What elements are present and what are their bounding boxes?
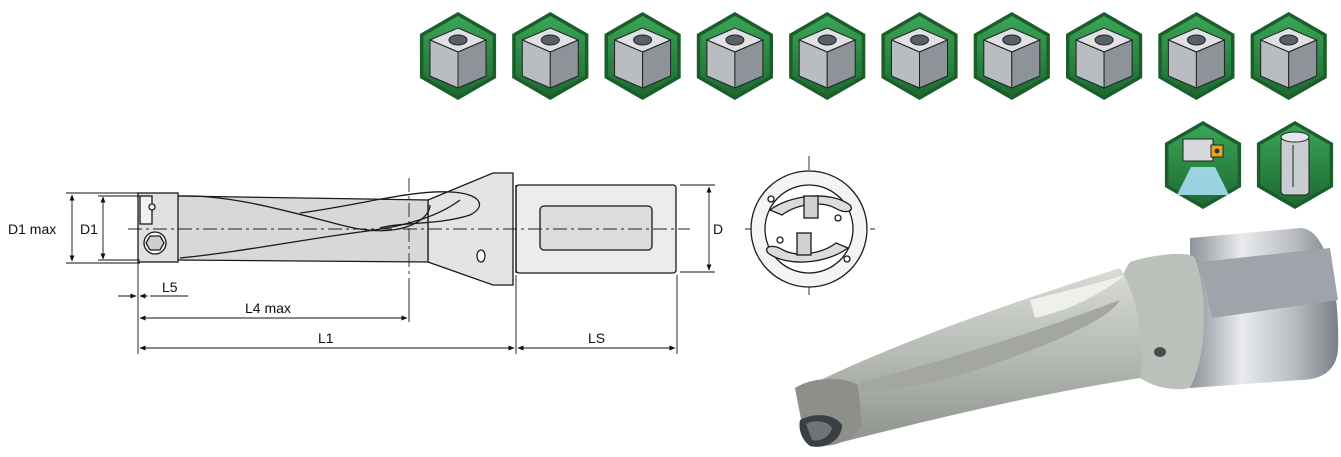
through-hole-drilling-icon bbox=[419, 12, 497, 100]
cross-hole-drilling-icon bbox=[1158, 12, 1235, 100]
overlapping-holes-icon bbox=[1066, 12, 1143, 100]
cylindrical-shank-icon bbox=[1256, 121, 1334, 209]
drill-end-view bbox=[750, 170, 868, 288]
collar-hole bbox=[476, 249, 486, 263]
internal-coolant-icon bbox=[1164, 121, 1242, 209]
cross-hole-enlarging-icon bbox=[881, 12, 958, 100]
label-d1: D1 bbox=[80, 221, 98, 237]
label-l1: L1 bbox=[318, 330, 334, 346]
drill-3d-render bbox=[795, 228, 1339, 447]
label-d: D bbox=[713, 221, 723, 237]
shank-flat bbox=[539, 205, 653, 251]
edge-half-hole-icon bbox=[604, 12, 681, 100]
end-view-insert-bottom bbox=[796, 232, 812, 256]
label-l4-max: L4 max bbox=[245, 300, 291, 316]
application-icons-row bbox=[419, 12, 1334, 209]
label-ls: LS bbox=[588, 330, 605, 346]
dimension-labels: D1 max D1 D L5 L4 max L1 LS bbox=[8, 221, 723, 346]
convex-surface-drilling-icon bbox=[973, 12, 1050, 100]
label-d1-max: D1 max bbox=[8, 221, 56, 237]
end-view-insert-top bbox=[803, 195, 819, 219]
label-l5: L5 bbox=[162, 279, 178, 295]
inclined-exit-drilling-icon bbox=[1250, 12, 1327, 100]
half-hole-drilling-icon bbox=[512, 12, 589, 100]
drill-side-view bbox=[137, 172, 677, 286]
inclined-entry-drilling-icon bbox=[696, 12, 773, 100]
step-block-drilling-icon bbox=[789, 12, 866, 100]
dimension-lines bbox=[66, 184, 715, 354]
